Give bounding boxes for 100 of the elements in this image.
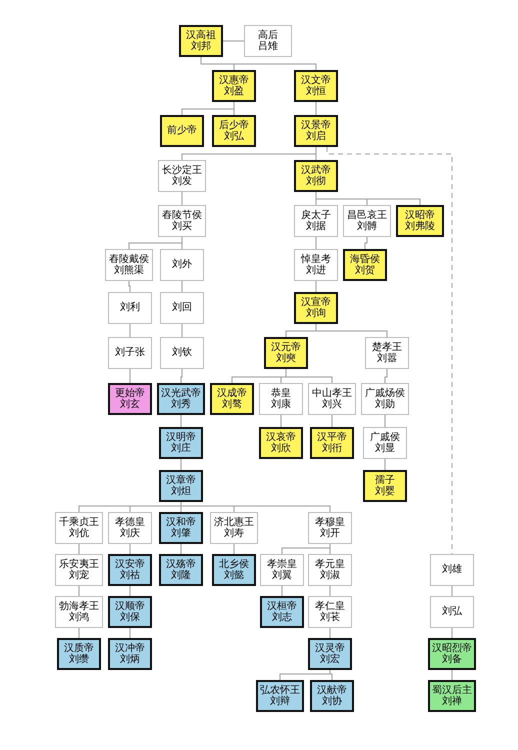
name-text: 刘开 <box>320 528 340 540</box>
person-box <box>160 337 204 369</box>
person-box <box>430 596 474 628</box>
name-text: 刘禅 <box>442 696 462 708</box>
title-text: 刘雄 <box>442 564 462 576</box>
person-box <box>256 680 304 712</box>
person-box <box>294 115 338 147</box>
title-text: 刘弘 <box>442 606 462 618</box>
name-text: 刘衎 <box>322 443 342 454</box>
person-box <box>108 596 152 628</box>
person-box <box>260 596 304 628</box>
name-text: 刘炳 <box>120 654 140 666</box>
name-text: 刘勋 <box>375 399 395 410</box>
person-box <box>396 205 444 237</box>
title-text: 汉哀帝 <box>266 432 296 442</box>
name-text: 刘骜 <box>222 399 242 410</box>
name-text: 刘彻 <box>306 176 326 188</box>
name-text: 刘懿 <box>224 570 244 582</box>
title-text: 高后 <box>258 30 278 41</box>
person-box <box>294 249 338 281</box>
title-text: 汉献帝 <box>317 684 347 696</box>
name-text: 刘备 <box>442 654 462 666</box>
title-text: 汉武帝 <box>301 164 331 176</box>
name-text: 刘炟 <box>171 486 191 498</box>
title-text: 海昏侯 <box>350 254 380 264</box>
name-text: 刘弘 <box>224 131 244 142</box>
person-box <box>310 680 354 712</box>
title-text: 舂陵节侯 <box>162 210 202 220</box>
name-text: 刘祜 <box>120 570 140 582</box>
title-text: 汉昭烈帝 <box>432 642 472 654</box>
title-text: 汉殇帝 <box>166 558 196 570</box>
title-text: 孝德皇 <box>115 516 145 528</box>
person-box <box>365 337 409 369</box>
connector-line <box>180 502 330 512</box>
connector-line <box>316 324 388 338</box>
name-text: 刘保 <box>120 612 140 624</box>
title-text: 悼皇考 <box>301 254 331 264</box>
person-box <box>259 383 303 415</box>
person-box <box>294 205 338 237</box>
title-text: 后少帝 <box>219 120 249 130</box>
person-box <box>210 512 258 544</box>
person-box <box>212 554 256 586</box>
title-text: 中山孝王 <box>312 388 352 398</box>
person-box <box>259 427 303 459</box>
title-text: 汉景帝 <box>301 120 331 130</box>
title-text: 孝崇皇 <box>267 558 297 570</box>
person-box <box>159 512 203 544</box>
person-box <box>361 383 409 415</box>
title-text: 刘回 <box>172 302 192 314</box>
person-box <box>159 427 203 459</box>
person-box <box>343 249 387 281</box>
connector-line <box>316 192 420 206</box>
connector-line <box>326 146 452 554</box>
title-text: 汉光武帝 <box>161 388 201 398</box>
person-box <box>294 70 338 102</box>
name-text: 刘志 <box>272 612 292 624</box>
title-text: 汉明帝 <box>166 432 196 442</box>
person-box <box>105 249 153 281</box>
person-box <box>55 596 103 628</box>
name-text: 刘进 <box>306 265 326 276</box>
name-text: 刘恒 <box>306 86 326 98</box>
name-text: 刘淑 <box>320 570 340 582</box>
title-text: 楚孝王 <box>372 342 402 352</box>
person-box <box>343 205 391 237</box>
person-box <box>210 383 254 415</box>
title-text: 刘钦 <box>172 347 192 359</box>
person-box <box>310 427 354 459</box>
person-box <box>108 383 152 415</box>
name-text: 刘秀 <box>171 399 191 410</box>
person-box <box>260 554 304 586</box>
person-box <box>55 554 103 586</box>
name-text: 刘询 <box>306 308 326 320</box>
title-text: 恭皇 <box>271 388 291 398</box>
connector-line <box>286 368 332 384</box>
name-text: 刘弗陵 <box>405 221 435 232</box>
name-text: 刘奭 <box>276 353 296 364</box>
title-text: 前少帝 <box>167 125 197 137</box>
title-text: 孝仁皇 <box>315 600 345 612</box>
person-box <box>212 70 256 102</box>
person-box <box>159 554 203 586</box>
name-text: 刘盈 <box>224 86 244 98</box>
title-text: 舂陵戴侯 <box>109 254 149 264</box>
name-text: 刘欣 <box>271 443 291 454</box>
name-text: 刘婴 <box>375 486 395 498</box>
title-text: 汉和帝 <box>166 516 196 528</box>
person-box <box>308 596 352 628</box>
connector-line <box>180 368 182 384</box>
connector-line <box>384 368 388 384</box>
name-text: 刘翼 <box>272 570 292 582</box>
title-text: 汉灵帝 <box>315 642 345 654</box>
name-text: 刘苌 <box>320 612 340 624</box>
name-text: 刘熊渠 <box>114 265 144 276</box>
connector-line <box>78 544 80 554</box>
person-box <box>108 554 152 586</box>
name-text: 刘缵 <box>69 654 89 666</box>
connector-line <box>330 670 332 680</box>
title-text: 汉昭帝 <box>405 210 435 220</box>
name-text: 刘鸿 <box>69 612 89 624</box>
title-text: 长沙定王 <box>162 164 202 176</box>
person-box <box>308 512 352 544</box>
